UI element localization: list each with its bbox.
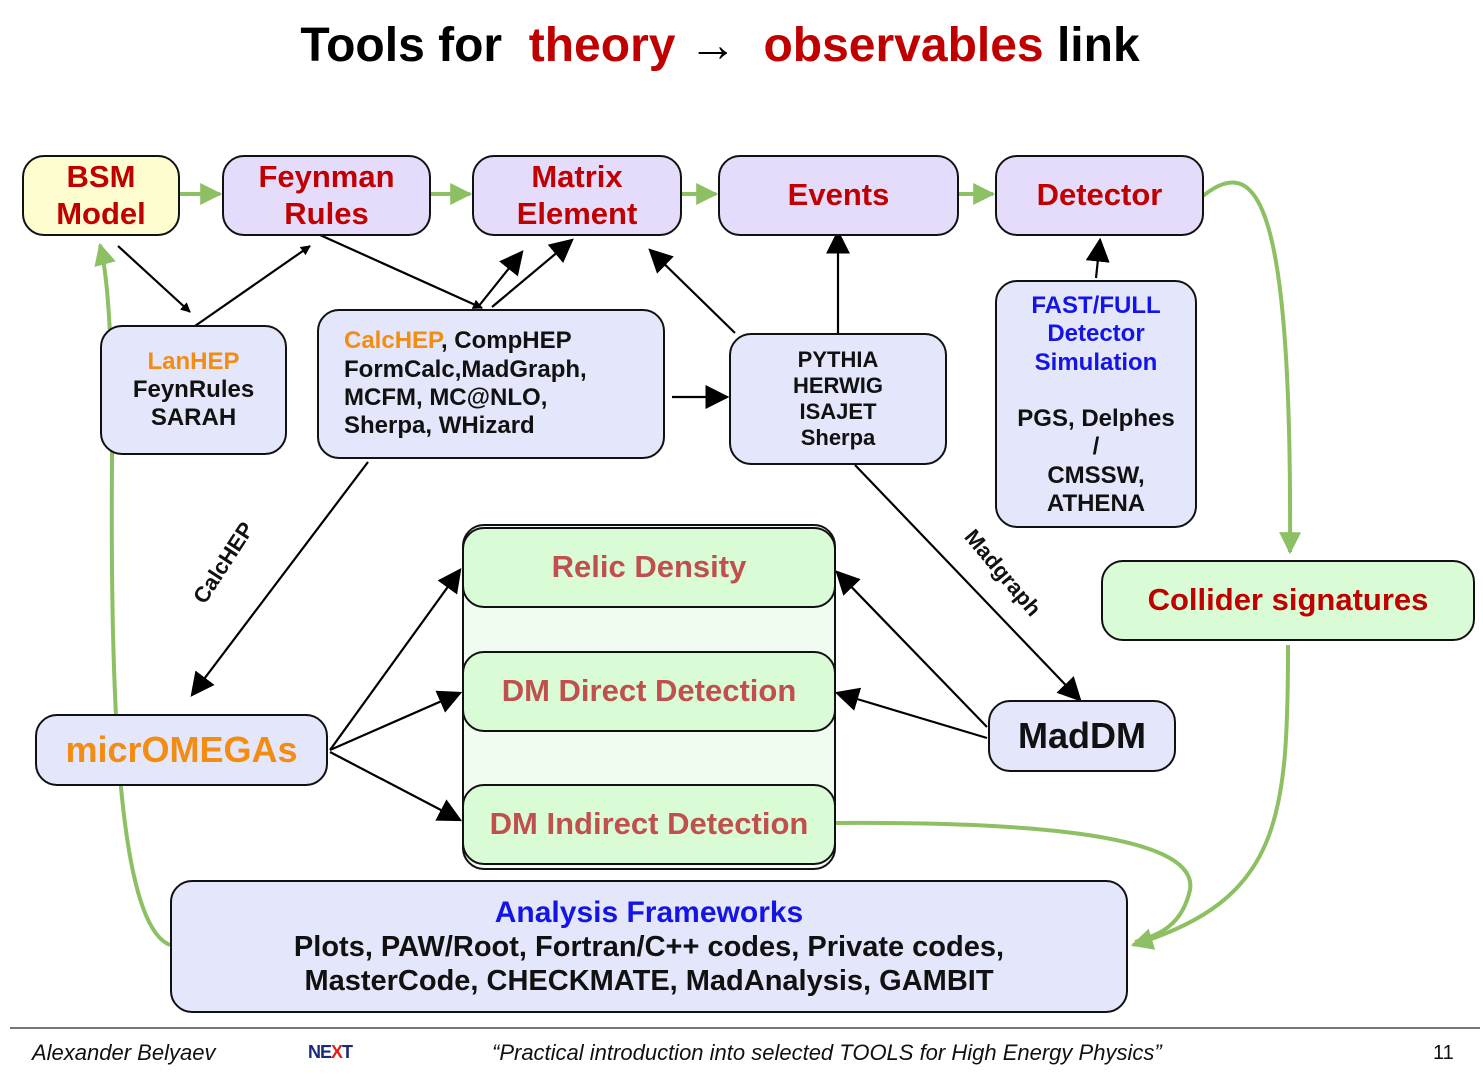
node-pythia-l2: HERWIG <box>792 373 884 399</box>
node-dm-direct-detection: DM Direct Detection <box>462 651 836 732</box>
title-observables: observables <box>763 19 1044 72</box>
edge-analysis-bsm <box>94 242 171 947</box>
node-matrix-element: Matrix Element <box>472 155 682 236</box>
node-fastfull-l6: CMSSW, <box>1047 461 1145 489</box>
node-relic-label: Relic Density <box>551 549 747 585</box>
node-relic-density: Relic Density <box>462 527 836 608</box>
node-events-label: Events <box>787 177 890 213</box>
edge-pythia-matrix <box>648 248 736 334</box>
node-bsm-line2: Model <box>56 195 146 231</box>
node-detector: Detector <box>995 155 1204 236</box>
node-bsm-line1: BSM <box>66 158 136 194</box>
node-collider-signatures: Collider signatures <box>1101 560 1475 641</box>
node-analysis-l1: Analysis Frameworks <box>494 895 804 929</box>
node-dm-indirect-detection: DM Indirect Detection <box>462 784 836 865</box>
node-fastfull-l5: / <box>1092 433 1100 461</box>
node-feynman-line1: Feynman <box>258 158 395 194</box>
edge-micromegas-indirect <box>329 751 463 822</box>
node-collider-label: Collider signatures <box>1147 582 1429 618</box>
edge-calchep-micromegas <box>190 461 369 697</box>
footer-author: Alexander Belyaev <box>32 1040 216 1065</box>
node-pythia-l4: Sherpa <box>800 424 876 450</box>
node-fastfull-l2: Detector <box>1047 320 1145 348</box>
node-lanhep: LanHEP FeynRules SARAH <box>100 325 287 455</box>
node-matrix-line2: Element <box>516 195 638 231</box>
title-prefix: Tools for <box>300 19 503 72</box>
node-fastfull-l4: PGS, Delphes <box>1017 404 1175 432</box>
next-logo: NEXT <box>308 1042 353 1062</box>
node-calchep-l2: FormCalc,MadGraph, <box>344 355 587 383</box>
edge-calchep-matrix-2 <box>491 238 574 308</box>
node-micromegas: micrOMEGAs <box>35 714 328 786</box>
node-analysis-l2: Plots, PAW/Root, Fortran/C++ codes, Priv… <box>293 930 1005 963</box>
node-indirect-label: DM Indirect Detection <box>489 806 809 842</box>
node-lanhep-line3: SARAH <box>150 404 237 432</box>
node-analysis-l3: MasterCode, CHECKMATE, MadAnalysis, GAMB… <box>304 965 994 998</box>
node-calchep-l1a: CalcHEP <box>344 327 441 355</box>
node-analysis-frameworks: Analysis Frameworks Plots, PAW/Root, For… <box>170 880 1128 1013</box>
node-feynman-rules: Feynman Rules <box>222 155 431 236</box>
edge-collider-analysis <box>1130 644 1290 950</box>
node-micromegas-label: micrOMEGAs <box>65 728 298 770</box>
node-maddm-label: MadDM <box>1018 714 1146 756</box>
edge-bsm-lanhep <box>117 245 191 313</box>
node-pythia-l1: PYTHIA <box>797 347 879 373</box>
page-number: 11 <box>1433 1042 1454 1064</box>
edge-detector-collider <box>1201 180 1302 555</box>
node-pythia-group: PYTHIA HERWIG ISAJET Sherpa <box>729 333 947 465</box>
node-fastfull-l7: ATHENA <box>1046 489 1146 517</box>
footer-divider <box>10 1027 1480 1029</box>
edge-pythia-maddm <box>854 464 1082 702</box>
edge-maddm-relic <box>835 570 988 728</box>
node-fastfull-detector-simulation: FAST/FULL Detector Simulation PGS, Delph… <box>995 280 1197 528</box>
node-calchep-l1b: , CompHEP <box>440 327 572 355</box>
edge-maddm-direct <box>834 687 988 740</box>
node-detector-label: Detector <box>1036 177 1163 213</box>
edge-fastfull-detector <box>1085 237 1110 279</box>
node-calchep-group: CalcHEP, CompHEP FormCalc,MadGraph, MCFM… <box>317 309 665 459</box>
node-pythia-l3: ISAJET <box>799 399 877 424</box>
node-matrix-line1: Matrix <box>531 158 623 194</box>
footer-quote: “Practical introduction into selected TO… <box>492 1040 1162 1065</box>
node-events: Events <box>718 155 959 236</box>
node-fastfull-l3: Simulation <box>1034 348 1158 376</box>
edge-lanhep-feynman <box>194 245 311 327</box>
edge-indirect-analysis <box>835 820 1193 944</box>
page-title: Tools for theory → observables link <box>0 18 1440 73</box>
node-feynman-line2: Rules <box>284 195 369 231</box>
edge-calchep-matrix-1 <box>477 250 524 308</box>
edge-micromegas-direct <box>329 690 463 752</box>
node-lanhep-line1: LanHEP <box>147 347 240 375</box>
node-maddm: MadDM <box>988 700 1176 772</box>
node-calchep-l3: MCFM, MC@NLO, <box>344 384 548 411</box>
node-direct-label: DM Direct Detection <box>501 673 797 709</box>
node-calchep-l4: Sherpa, WHizard <box>344 412 535 440</box>
edge-micromegas-relic <box>329 568 462 751</box>
title-theory: theory <box>528 19 676 72</box>
node-fastfull-l1: FAST/FULL <box>1031 292 1161 319</box>
node-lanhep-line2: FeynRules <box>132 375 255 403</box>
title-suffix: link <box>1056 19 1140 72</box>
title-arrow: → <box>688 19 737 72</box>
node-bsm-model: BSM Model <box>22 155 180 236</box>
edge-feynman-calchep <box>319 233 483 310</box>
